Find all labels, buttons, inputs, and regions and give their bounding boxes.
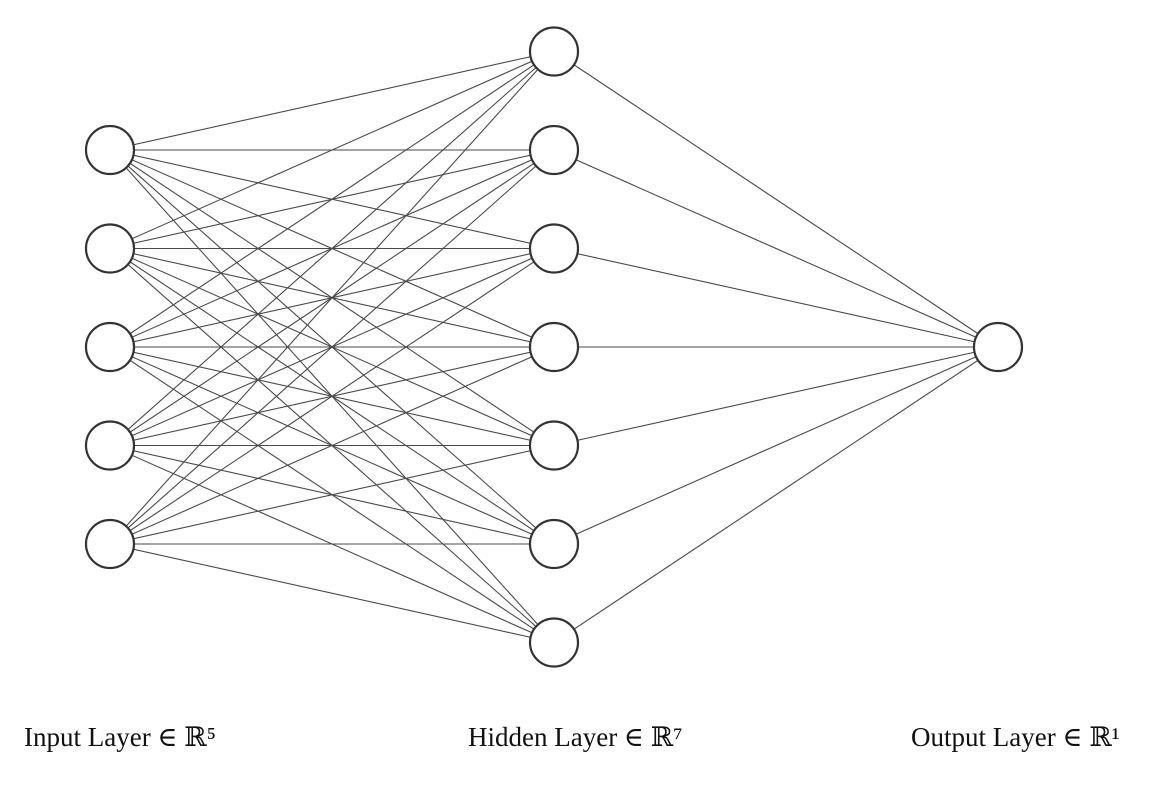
input-neuron-4: [84, 420, 136, 471]
edge-input-5-to-hidden-2: [109, 149, 555, 545]
edge-input-5-to-hidden-5: [109, 444, 555, 545]
edge-input-2-to-hidden-1: [109, 50, 555, 250]
hidden-neuron-4: [528, 321, 580, 373]
edge-input-1-to-hidden-1: [109, 50, 555, 151]
edge-input-5-to-hidden-4: [109, 346, 555, 545]
edge-input-5-to-hidden-3: [109, 248, 555, 545]
input-layer-label: Input Layer ∈ ℝ⁵: [24, 722, 217, 752]
hidden-neuron-2: [528, 124, 580, 176]
connections: [109, 50, 999, 644]
edge-hidden-2-to-output-1: [553, 149, 999, 348]
input-neuron-5: [84, 518, 136, 570]
edge-input-3-to-hidden-1: [109, 51, 555, 348]
output-layer-label: Output Layer ∈ ℝ¹: [911, 722, 1120, 752]
edge-input-5-to-hidden-7: [109, 543, 555, 644]
edge-input-5-to-hidden-1: [109, 51, 555, 545]
input-neuron-1: [84, 124, 136, 176]
hidden-neuron-6: [528, 518, 580, 570]
neurons: [84, 26, 1024, 668]
edge-hidden-1-to-output-1: [553, 51, 999, 348]
edge-hidden-7-to-output-1: [553, 346, 999, 643]
hidden-neuron-5: [528, 420, 580, 471]
input-neuron-2: [84, 223, 136, 274]
hidden-neuron-7: [528, 617, 580, 668]
hidden-layer-label: Hidden Layer ∈ ℝ⁷: [468, 722, 683, 752]
output-neuron-1: [972, 321, 1024, 373]
edge-hidden-5-to-output-1: [553, 346, 999, 447]
edge-input-4-to-hidden-1: [109, 51, 555, 446]
input-neuron-3: [84, 321, 136, 373]
hidden-neuron-3: [528, 223, 580, 274]
edge-hidden-3-to-output-1: [553, 247, 999, 348]
hidden-neuron-1: [528, 26, 580, 77]
edge-hidden-6-to-output-1: [553, 346, 999, 545]
